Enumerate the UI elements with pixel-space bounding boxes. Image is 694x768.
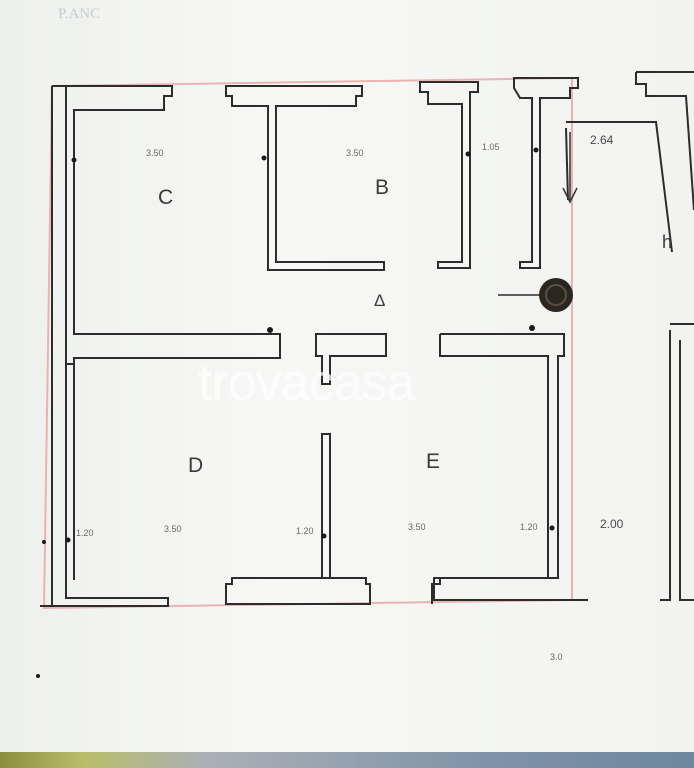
room-label-c: C (158, 186, 173, 209)
wall-far-right-top (635, 71, 694, 211)
column-dot (321, 533, 327, 539)
room-label-d: D (188, 454, 203, 477)
column-dot (549, 525, 555, 531)
wall-stair-outline (565, 121, 673, 253)
header-title-fragment: P.ANC (58, 6, 100, 22)
wall-south-base (40, 577, 441, 607)
dim-bottom-mid: 1.20 (296, 526, 314, 536)
outer-wall-west (51, 86, 169, 607)
wall-d-right (321, 433, 331, 579)
wall-c-top (52, 85, 281, 365)
column-dot (71, 157, 77, 163)
dim-bottom-right-inner: 1.20 (520, 522, 538, 532)
room-label-b: B (375, 176, 389, 199)
stair-arrow-head-icon (562, 187, 578, 204)
dim-bottom-right-outer: 2.00 (600, 517, 624, 531)
dim-bottom-room-e: 3.50 (408, 522, 426, 532)
stray-dot (36, 674, 40, 678)
column-dot (261, 155, 267, 161)
corridor-label: Δ (374, 291, 385, 310)
wall-b-top (225, 85, 385, 271)
column-dot (42, 540, 46, 544)
column-dot (529, 325, 535, 331)
wall-mid-stub (315, 333, 387, 385)
column-dot (65, 537, 71, 543)
riser-symbol-ring (545, 284, 567, 306)
dim-room-b-width: 3.50 (346, 148, 364, 158)
watermark-brand: trovacasa (198, 354, 416, 412)
riser-symbol-icon (539, 278, 573, 312)
column-dot (267, 327, 273, 333)
column-dot (533, 147, 539, 153)
paper-sheet (0, 0, 694, 752)
dim-stair-width: 2.64 (590, 133, 614, 147)
dim-total-below: 3.0 (550, 652, 563, 662)
floor-plan: P.ANC C B D E Δ h 3.50 3.50 1.05 2.64 1.… (36, 6, 694, 678)
wall-d-top (65, 364, 75, 598)
wall-e-top (433, 333, 588, 601)
wall-far-right-bottom (660, 323, 694, 601)
room-label-e: E (426, 450, 440, 473)
wall-bath-left (419, 81, 479, 269)
stair-mark-label: h (662, 232, 672, 252)
dim-bath-width: 1.05 (482, 142, 500, 152)
wall-bath-right (513, 77, 579, 269)
dim-room-c-width: 3.50 (146, 148, 164, 158)
dim-bottom-room-d: 3.50 (164, 524, 182, 534)
column-dot (465, 151, 471, 157)
dim-bottom-left-edge: 1.20 (76, 528, 94, 538)
table-surface (0, 752, 694, 768)
